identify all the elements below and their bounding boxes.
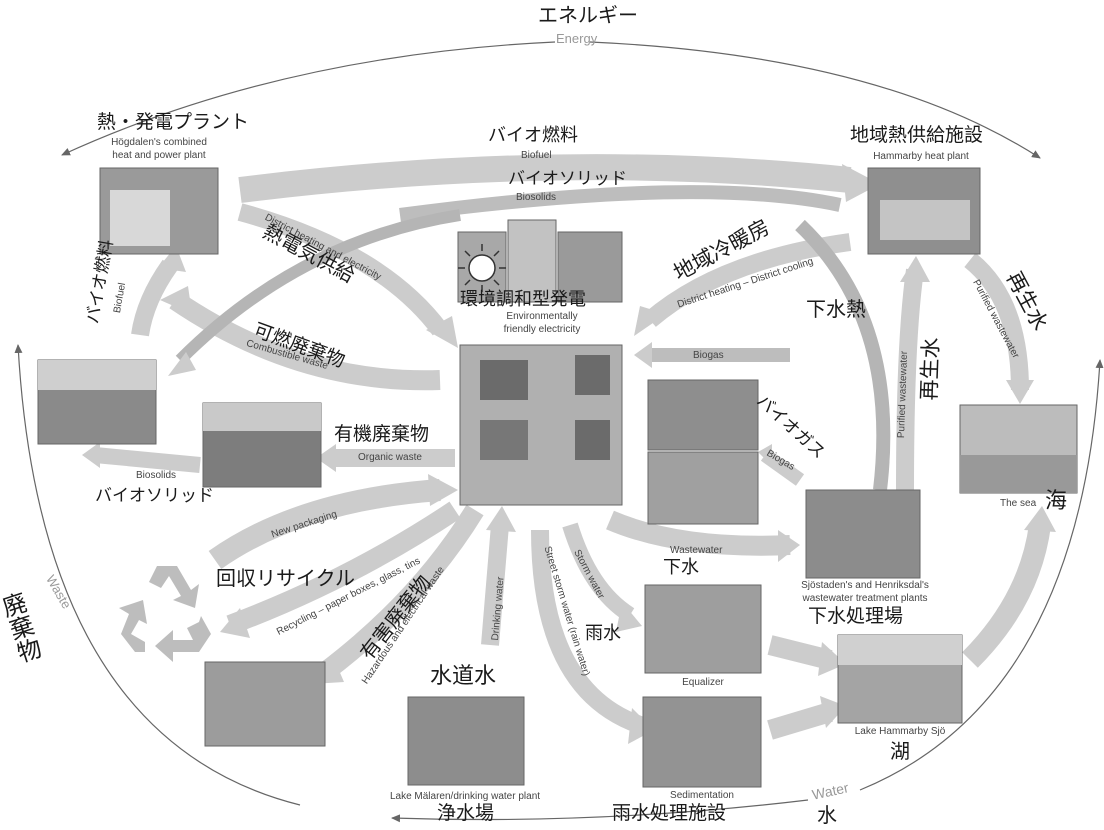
wastewater-jp: 下水 xyxy=(663,557,699,578)
water-cycle-arc xyxy=(391,799,809,823)
arrowhead-combustible xyxy=(160,286,192,314)
arrowhead-biofuel-top xyxy=(842,164,880,202)
energy-photo-3 xyxy=(557,231,623,303)
center-label-en2: friendly electricity xyxy=(503,324,581,335)
storm-jp: 雨水 xyxy=(585,623,621,644)
equalizer-photo xyxy=(644,584,762,674)
arrowhead-reclaimed2 xyxy=(1006,380,1034,404)
energy-photo-2 xyxy=(507,219,557,303)
biofuel-top-jp: バイオ燃料 xyxy=(488,125,578,146)
heat-plant-label-jp: 地域熱供給施設 xyxy=(850,124,984,146)
biosolids-left-flow xyxy=(94,447,201,473)
energy-label-jp: エネルギー xyxy=(538,3,638,27)
sewage-heat-flow xyxy=(795,219,891,491)
recycle-label-jp: 回収リサイクル xyxy=(216,566,355,590)
sun-icon xyxy=(458,244,506,292)
center-label-jp: 環境調和型発電 xyxy=(460,289,586,310)
arrowhead-district-heating xyxy=(426,316,458,348)
arrowhead-district-cooling xyxy=(634,306,666,336)
biosolids-left-en: Biosolids xyxy=(136,470,177,481)
storm-flow xyxy=(562,522,635,622)
biosolids-top-flow xyxy=(399,185,842,222)
arrowhead-lake-sea xyxy=(1024,506,1056,532)
water-label-jp: 水 xyxy=(817,803,837,827)
van-photo xyxy=(647,451,759,525)
drinking-flow xyxy=(481,524,509,646)
combustible-flow xyxy=(169,291,441,391)
wwtp-label-en2: wastewater treatment plants xyxy=(802,593,928,604)
organic-en: Organic waste xyxy=(358,452,422,463)
hazardous-photo xyxy=(204,661,326,747)
heat-plant-label-en: Hammarby heat plant xyxy=(873,151,969,162)
sedi-lake-flow xyxy=(767,702,833,740)
recycling-flow xyxy=(226,501,461,635)
organic-jp: 有機廃棄物 xyxy=(334,423,430,445)
arrowhead-drinking xyxy=(486,506,516,532)
arrowhead-recycling xyxy=(220,608,250,638)
arrowhead-biosolids-left xyxy=(82,442,100,468)
biosolids-diag-flow xyxy=(175,209,461,365)
sedimentation-label-en: Sedimentation xyxy=(670,790,734,801)
biosolids-top-en: Biosolids xyxy=(516,192,557,203)
new-packaging-flow xyxy=(208,479,441,570)
drinking-jp: 水道水 xyxy=(430,664,497,689)
street-storm-flow xyxy=(531,529,644,734)
chp-label-en2: heat and power plant xyxy=(112,150,206,161)
biosolids-top-jp: バイオソリッド xyxy=(508,169,627,189)
sedimentation-photo xyxy=(642,696,762,788)
arrowhead-new-packaging xyxy=(428,474,458,506)
arrowhead-biofuel-left xyxy=(158,246,186,272)
arrowhead-reclaimed xyxy=(900,256,930,282)
arrowhead-storm xyxy=(616,602,642,632)
energy-cycle-arc xyxy=(61,41,556,156)
sea-label-jp: 海 xyxy=(1045,489,1068,514)
wastewater-flow xyxy=(606,510,791,556)
chp-label-en1: Högdalen's combined xyxy=(111,137,207,148)
wwtp-label-jp: 下水処理場 xyxy=(808,605,904,627)
bus-photo xyxy=(647,379,759,451)
reclaimed2-flow xyxy=(964,252,1029,391)
drinking-plant-label-jp: 浄水場 xyxy=(437,802,495,824)
arrowhead-biogas xyxy=(758,444,772,466)
arrowhead-biogas-top xyxy=(634,342,652,368)
district-heating-flow xyxy=(237,203,448,336)
energy-cycle-arc-right xyxy=(589,41,1041,159)
equalizer-lake-flow xyxy=(767,635,833,670)
wwtp-label-en1: Sjöstaden's and Henriksdal's xyxy=(801,580,929,591)
photos xyxy=(37,167,1078,788)
biogas-top-en: Biogas xyxy=(693,350,724,361)
biofuel-left-flow xyxy=(131,259,178,337)
equalizer-label-en: Equalizer xyxy=(682,677,724,688)
reclaimed-flow xyxy=(896,268,924,491)
biofuel-top-en: Biofuel xyxy=(521,150,552,161)
lake-sea-flow xyxy=(962,523,1051,668)
arrowhead-biosolids-diag xyxy=(168,352,196,376)
arrowhead-wastewater xyxy=(778,530,800,562)
hazardous-flow xyxy=(318,504,484,680)
recycle-icon xyxy=(119,566,211,662)
waste-cycle-arc xyxy=(14,344,301,806)
drinking-plant-photo xyxy=(407,696,525,786)
drinking-plant-label-en: Lake Mälaren/drinking water plant xyxy=(389,791,541,802)
biosolids-left-jp: バイオソリッド xyxy=(95,486,214,506)
sedimentation-label-jp: 雨水処理施設 xyxy=(612,802,727,824)
wastewater-en: Wastewater xyxy=(670,545,723,556)
lake-label-jp: 湖 xyxy=(890,739,910,763)
arrowhead-street-storm xyxy=(628,708,654,744)
sea-label-en: The sea xyxy=(1000,498,1037,509)
arrowhead-organic xyxy=(316,444,336,472)
chp-label-jp: 熱・発電プラント xyxy=(97,111,250,133)
biofuel-top-flow xyxy=(238,154,852,203)
reclaimed-jp: 再生水 xyxy=(917,337,944,401)
arrowhead-equalizer-lake xyxy=(818,642,846,676)
energy-label-en: Energy xyxy=(556,31,598,46)
center-label-en1: Environmentally xyxy=(506,311,578,322)
lake-label-en: Lake Hammarby Sjö xyxy=(854,726,946,737)
sewage-heat-jp: 下水熱 xyxy=(806,297,866,321)
water-cycle-arc-right xyxy=(859,359,1104,791)
wwtp-photo xyxy=(805,489,921,579)
